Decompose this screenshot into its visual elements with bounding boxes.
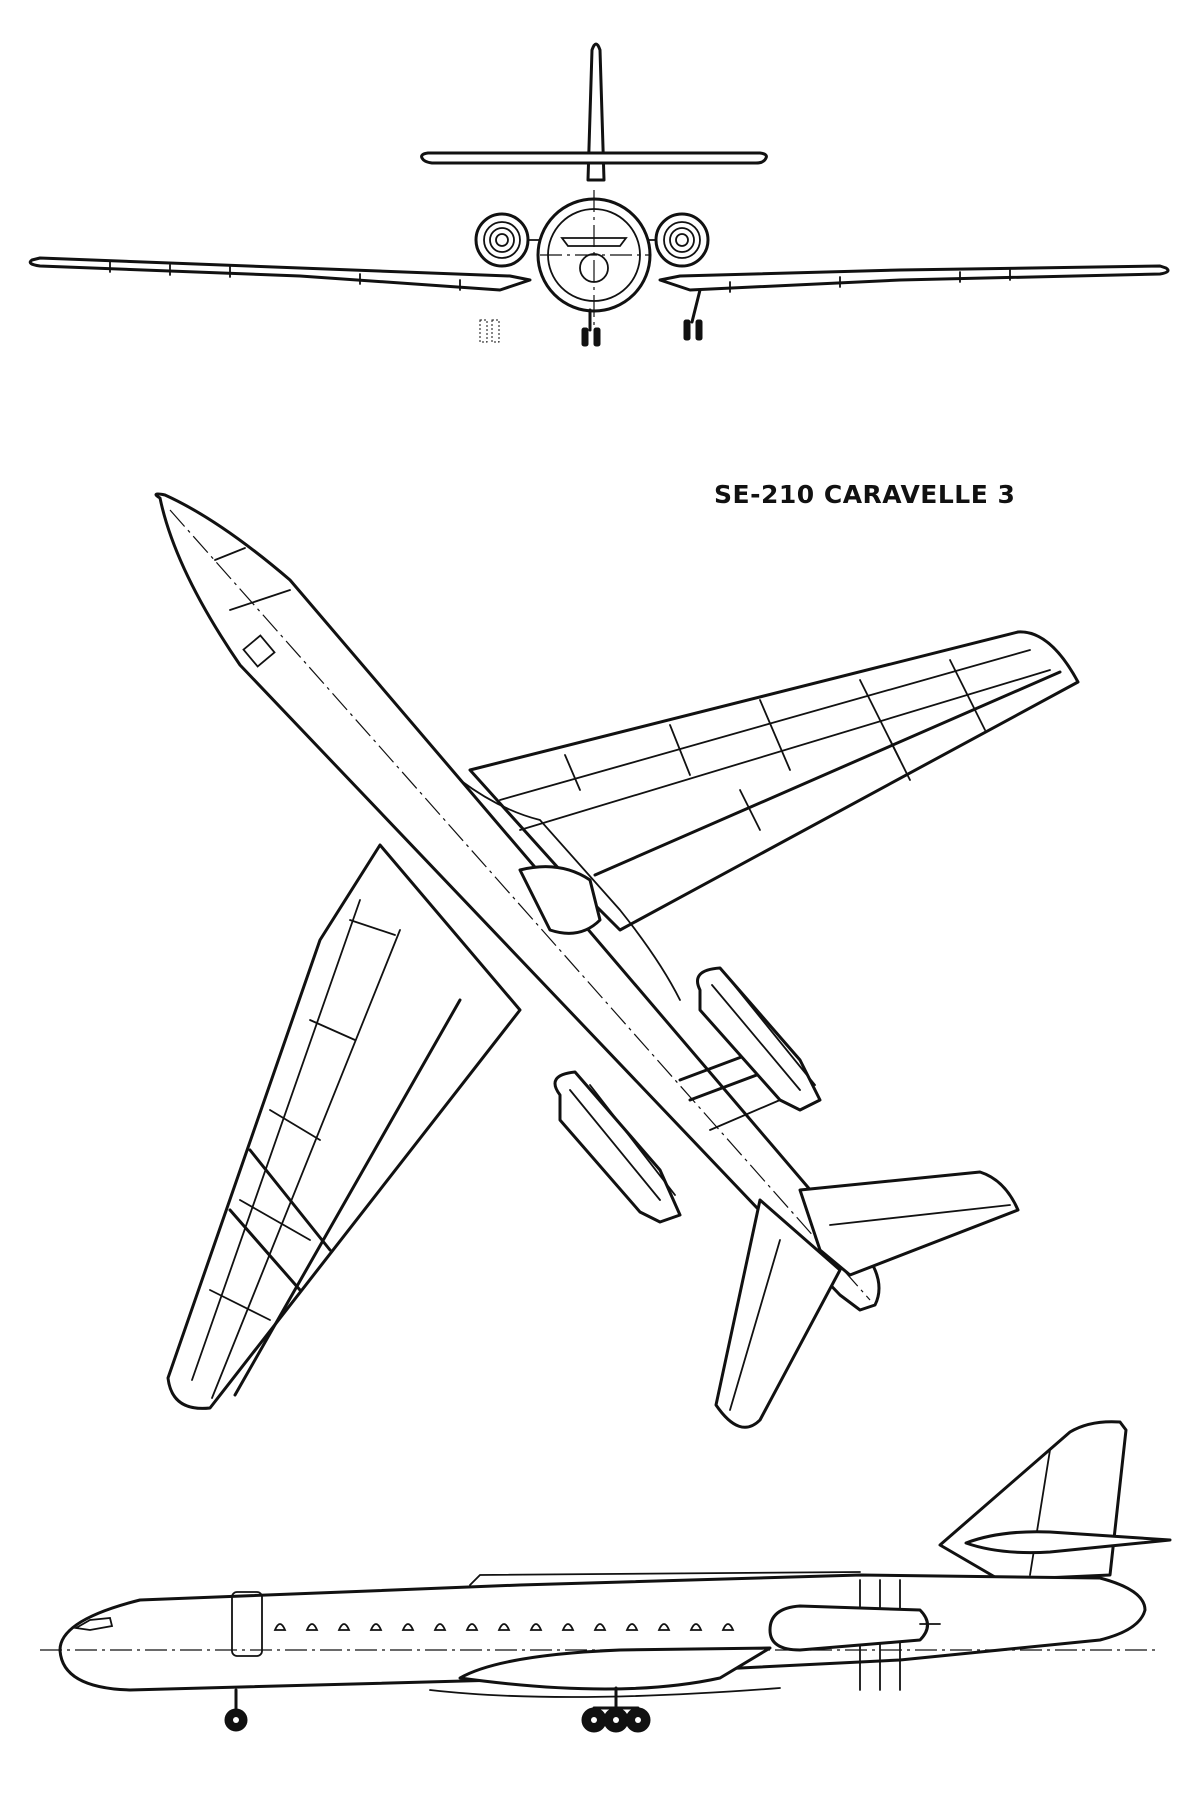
cabin-window: [337, 1623, 351, 1631]
fuselage-side: [58, 1573, 1147, 1692]
horizontal-stabilizer: [420, 151, 768, 165]
tailplane-lower: [714, 1198, 842, 1429]
horizontal-tail-side: [964, 1530, 1172, 1555]
nose-gear-ghost: [479, 319, 500, 343]
wing-lower: [166, 843, 522, 1410]
dorsal-fairing: [469, 1571, 861, 1586]
engine-right: [639, 212, 710, 268]
tailplane-upper-hinge: [829, 1204, 1011, 1226]
cabin-window: [433, 1623, 447, 1631]
cabin-window: [689, 1623, 703, 1631]
wing-side: [458, 1646, 772, 1691]
cabin-window: [593, 1623, 607, 1631]
cabin-window: [497, 1623, 511, 1631]
cabin-window: [273, 1623, 287, 1631]
fuselage-front: [536, 190, 652, 330]
rudder-hinge: [1029, 1449, 1051, 1576]
cabin-window: [369, 1623, 383, 1631]
engine-left: [474, 212, 545, 268]
main-gear-left: [581, 308, 601, 347]
cabin-window: [721, 1623, 735, 1631]
tailplane-upper: [798, 1170, 1020, 1277]
cabin-window: [465, 1623, 479, 1631]
forward-door: [231, 1591, 263, 1657]
cockpit-windows: [73, 1617, 114, 1631]
engine-nacelle-lower-details: [569, 1084, 676, 1201]
cabin-window: [529, 1623, 543, 1631]
tailplane-lower-hinge: [729, 1239, 781, 1411]
cabin-window: [625, 1623, 639, 1631]
fin: [586, 42, 606, 182]
plan-view: [154, 492, 1080, 1429]
cabin-window: [561, 1623, 575, 1631]
cabin-window: [401, 1623, 415, 1631]
wing-stations: [109, 261, 1011, 293]
wing-fairing: [429, 1687, 781, 1698]
cabin-windows: [273, 1623, 735, 1631]
wing-lower-details: [191, 899, 462, 1399]
main-gear-right: [683, 288, 703, 341]
wing-upper-details: [499, 649, 1062, 877]
cabin-window: [657, 1623, 671, 1631]
drawing-title: SE-210 CARAVELLE 3: [714, 480, 1016, 509]
cabin-window: [305, 1623, 319, 1631]
engine-side: [768, 1604, 929, 1652]
wing-right: [658, 264, 1170, 292]
nose-gear-side: [224, 1688, 248, 1732]
centerline: [169, 509, 871, 1301]
front-view: [28, 42, 1170, 347]
wing-left: [28, 256, 532, 292]
engine-nacelle-upper-details: [711, 979, 816, 1091]
main-gear-side: [581, 1686, 651, 1733]
